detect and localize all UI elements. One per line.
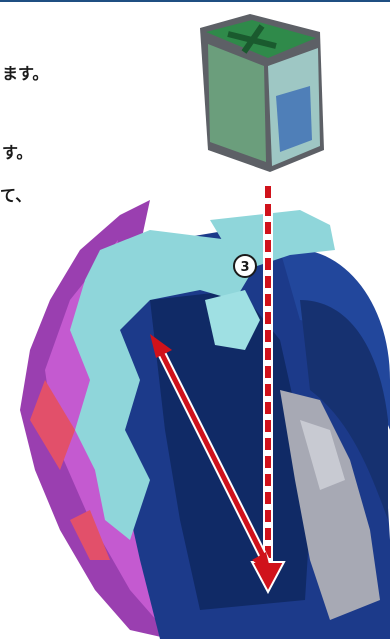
gem-cube-icon: [200, 14, 324, 172]
driver-device-icon: [20, 200, 390, 639]
svg-text:3: 3: [240, 260, 249, 275]
step-number-icon: 3: [234, 255, 256, 277]
